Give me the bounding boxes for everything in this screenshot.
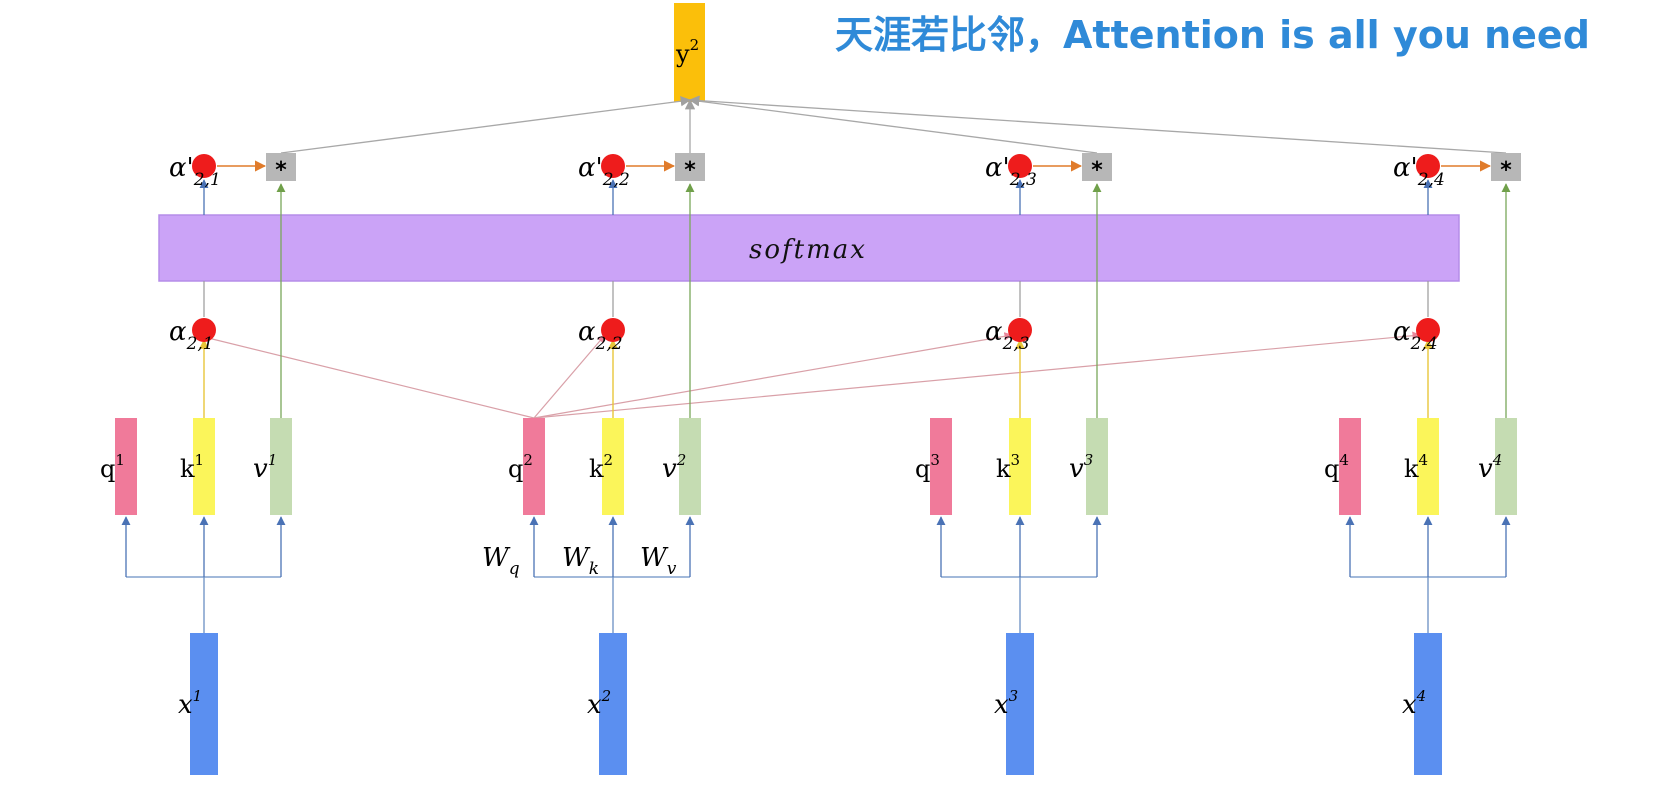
softmax-band bbox=[158, 214, 1460, 282]
input-x1-bar bbox=[190, 633, 218, 775]
alphaprime-2-2-label: α'2,2 bbox=[578, 153, 630, 190]
mult-4-to-y-line bbox=[688, 95, 1507, 154]
q3-label: q3 bbox=[915, 451, 940, 483]
input-x2-bar bbox=[599, 633, 627, 775]
q2-label: q2 bbox=[508, 451, 533, 483]
alphaprime-2-3-dot bbox=[1008, 154, 1032, 178]
multiply-symbol-3: * bbox=[1091, 158, 1103, 183]
k1-label: k1 bbox=[180, 451, 204, 483]
column-1: x1 q1 k1 v1 α2,1 α'2,1 * bbox=[100, 153, 296, 775]
v2-bar bbox=[679, 418, 701, 515]
multiply-symbol-4: * bbox=[1500, 158, 1512, 183]
q2-to-alpha-1-line bbox=[195, 332, 535, 419]
multiply-symbol-2: * bbox=[684, 158, 696, 183]
input-x3-label: x3 bbox=[994, 687, 1018, 720]
multiply-box-4 bbox=[1491, 153, 1521, 181]
k3-bar bbox=[1009, 418, 1031, 515]
k4-bar bbox=[1417, 418, 1439, 515]
multiply-box-3 bbox=[1082, 153, 1112, 181]
column-2: x2 q2 k2 v2 α2,2 α'2,2 * bbox=[508, 153, 705, 775]
alpha-2-1-label: α2,1 bbox=[169, 317, 214, 354]
q1-bar bbox=[115, 418, 137, 515]
column-group: x1 q1 k1 v1 α2,1 α'2,1 * x2 q2 k2 v2 α2,2 α'2,2 * x3 q3… bbox=[100, 153, 1521, 775]
caption-text: 天涯若比邻，Attention is all you need bbox=[835, 13, 1590, 57]
v4-label: v4 bbox=[1478, 451, 1502, 484]
v1-label: v1 bbox=[253, 451, 277, 484]
input-x4-bar bbox=[1414, 633, 1442, 775]
weight-label-v: Wv bbox=[640, 543, 677, 579]
alphaprime-2-1-label: α'2,1 bbox=[169, 153, 221, 190]
mult-3-to-y-line bbox=[688, 96, 1098, 154]
output-y-label: y2 bbox=[675, 36, 699, 68]
input-x4-label: x4 bbox=[1402, 687, 1426, 720]
q1-label: q1 bbox=[100, 451, 125, 483]
mult-1-to-y-line bbox=[280, 96, 692, 154]
k1-bar bbox=[193, 418, 215, 515]
q2-bar bbox=[523, 418, 545, 515]
alphaprime-2-4-dot bbox=[1416, 154, 1440, 178]
multiply-symbol-1: * bbox=[275, 158, 287, 183]
k4-label: k4 bbox=[1404, 451, 1428, 483]
alphaprime-2-3-label: α'2,3 bbox=[985, 153, 1037, 190]
softmax-label: softmax bbox=[749, 235, 867, 265]
q4-bar bbox=[1339, 418, 1361, 515]
alphaprime-2-4-label: α'2,4 bbox=[1393, 153, 1445, 190]
v1-bar bbox=[270, 418, 292, 515]
column-3: x3 q3 k3 v3 α2,3 α'2,3 * bbox=[915, 153, 1112, 775]
k2-label: k2 bbox=[589, 451, 613, 483]
alpha-2-1-dot bbox=[192, 318, 216, 342]
q4-label: q4 bbox=[1324, 451, 1349, 483]
alpha-2-4-label: α2,4 bbox=[1393, 317, 1438, 354]
v3-label: v3 bbox=[1069, 451, 1093, 484]
v2-label: v2 bbox=[662, 451, 686, 484]
q2-to-alpha-2-line bbox=[533, 334, 606, 419]
output-y-bar bbox=[674, 3, 705, 102]
v4-bar bbox=[1495, 418, 1517, 515]
alpha-2-4-dot bbox=[1416, 318, 1440, 342]
input-x3-bar bbox=[1006, 633, 1034, 775]
weight-label-q: Wq bbox=[482, 543, 520, 579]
weight-label-k: Wk bbox=[562, 543, 599, 579]
q2-to-alpha-4-line bbox=[533, 331, 1421, 419]
alpha-2-3-label: α2,3 bbox=[985, 317, 1030, 354]
k3-label: k3 bbox=[996, 451, 1020, 483]
column-4: x4 q4 k4 v4 α2,4 α'2,4 * bbox=[1324, 153, 1521, 775]
multiply-box-1 bbox=[266, 153, 296, 181]
connector-lines bbox=[195, 95, 1507, 419]
q3-bar bbox=[930, 418, 952, 515]
alpha-2-2-dot bbox=[601, 318, 625, 342]
input-x2-label: x2 bbox=[587, 687, 611, 720]
alpha-2-2-label: α2,2 bbox=[578, 317, 623, 354]
input-x1-label: x1 bbox=[178, 687, 202, 720]
k2-bar bbox=[602, 418, 624, 515]
alpha-2-3-dot bbox=[1008, 318, 1032, 342]
v3-bar bbox=[1086, 418, 1108, 515]
alphaprime-2-2-dot bbox=[601, 154, 625, 178]
alphaprime-2-1-dot bbox=[192, 154, 216, 178]
multiply-box-2 bbox=[675, 153, 705, 181]
